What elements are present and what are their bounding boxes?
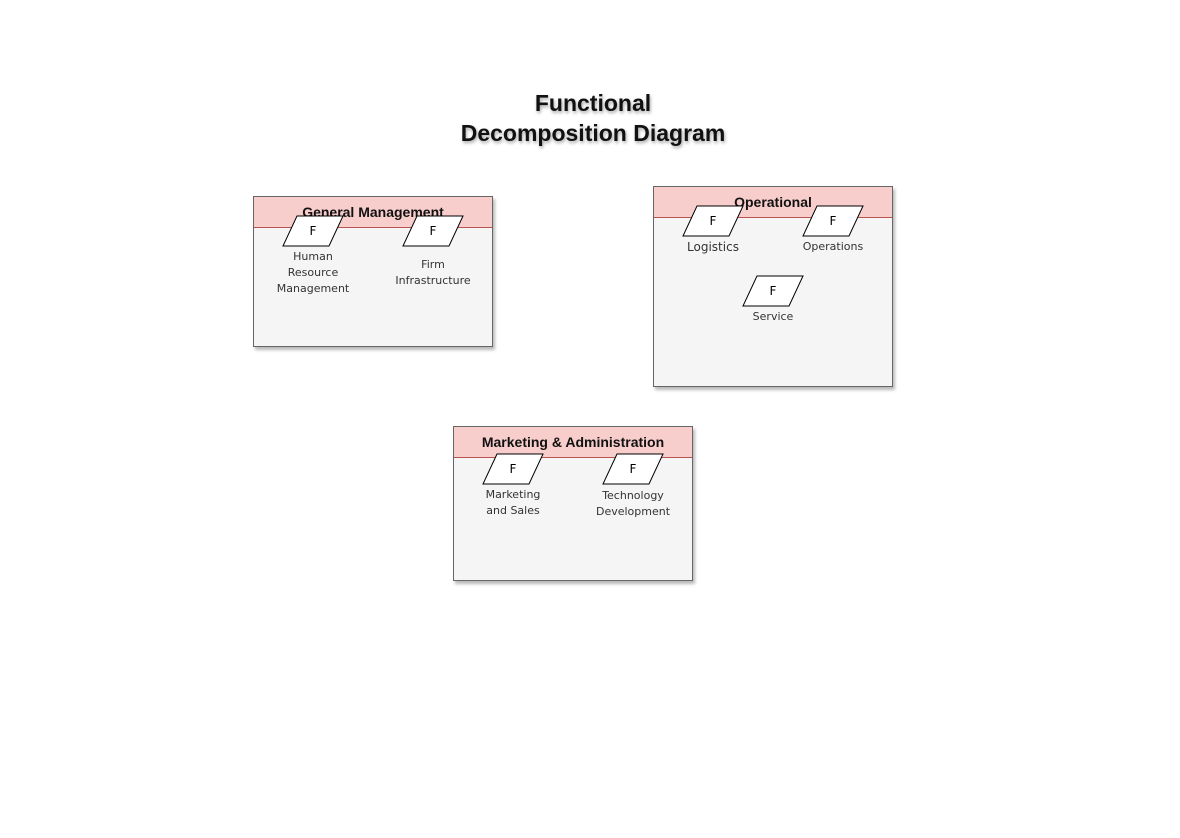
function-parallelogram-icon: F [602, 453, 664, 485]
function-symbol: F [830, 214, 837, 228]
function-label: Firm Infrastructure [395, 258, 471, 287]
function-symbol: F [310, 224, 317, 238]
group-general-management[interactable]: General Management F Human Resource Mana… [253, 196, 493, 347]
function-parallelogram-icon: F [742, 275, 804, 307]
function-label: Technology Development [595, 489, 671, 518]
function-symbol: F [710, 214, 717, 228]
diagram-title: Functional Decomposition Diagram [390, 88, 796, 148]
function-service[interactable]: F Service [723, 275, 823, 325]
function-label: Service [752, 310, 794, 323]
group-header-marketing-administration: Marketing & Administration [454, 427, 692, 458]
function-label: Logistics [687, 240, 739, 254]
function-firm-infrastructure[interactable]: F Firm Infrastructure [383, 215, 483, 289]
function-logistics[interactable]: F Logistics [663, 205, 763, 255]
function-parallelogram-icon: F [282, 215, 344, 247]
function-marketing-and-sales[interactable]: F Marketing and Sales [463, 453, 563, 519]
function-parallelogram-icon: F [482, 453, 544, 485]
function-symbol: F [430, 224, 437, 238]
function-symbol: F [770, 284, 777, 298]
diagram-title-line-2: Decomposition Diagram [460, 120, 726, 146]
function-parallelogram-icon: F [682, 205, 744, 237]
function-human-resource-management[interactable]: F Human Resource Management [263, 215, 363, 297]
group-operational[interactable]: Operational F Logistics F Operations F S… [653, 186, 893, 387]
function-technology-development[interactable]: F Technology Development [583, 453, 683, 520]
group-marketing-administration[interactable]: Marketing & Administration F Marketing a… [453, 426, 693, 581]
function-symbol: F [510, 462, 517, 476]
function-label: Human Resource Management [276, 250, 350, 295]
function-parallelogram-icon: F [402, 215, 464, 247]
function-label: Operations [802, 240, 864, 253]
function-symbol: F [630, 462, 637, 476]
function-parallelogram-icon: F [802, 205, 864, 237]
function-operations[interactable]: F Operations [783, 205, 883, 255]
diagram-title-line-1: Functional [534, 90, 652, 116]
function-label: Marketing and Sales [485, 488, 541, 517]
